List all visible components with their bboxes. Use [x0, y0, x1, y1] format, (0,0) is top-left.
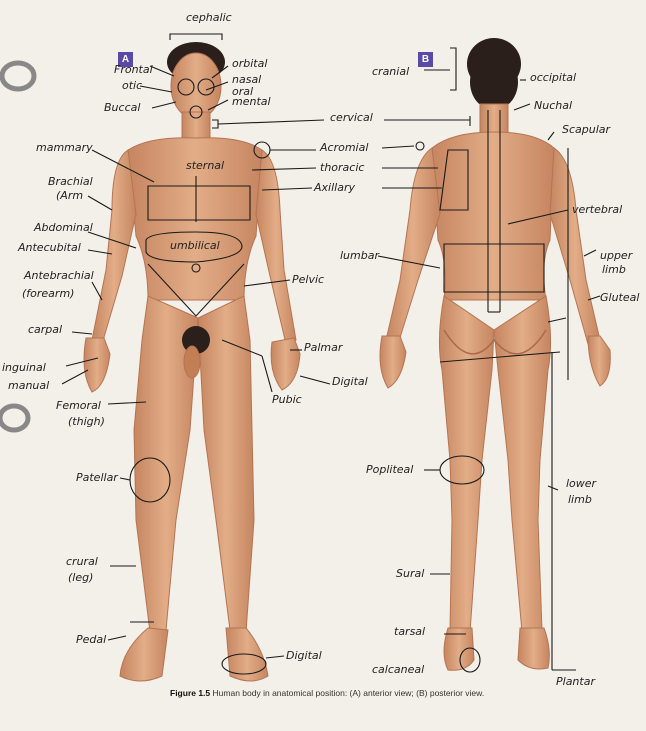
label-leg: (leg): [68, 571, 94, 584]
label-acromial: Acromial: [320, 141, 369, 154]
label-nuchal: Nuchal: [534, 99, 573, 112]
label-calcaneal: calcaneal: [372, 663, 425, 676]
binder-rings: [0, 60, 37, 433]
label-manual: manual: [8, 379, 50, 392]
label-carpal: carpal: [28, 323, 63, 336]
label-patellar: Patellar: [76, 471, 118, 484]
label-otic: otic: [122, 79, 143, 92]
label-sternal: sternal: [186, 159, 225, 172]
posterior-body: [379, 38, 611, 671]
label-upper-limb-2: limb: [602, 263, 626, 276]
figure-caption: Figure 1.5 Human body in anatomical posi…: [170, 688, 484, 698]
label-digital-foot: Digital: [286, 649, 322, 662]
caption-label: Figure 1.5: [170, 688, 211, 698]
label-antebrachial: Antebrachial: [24, 269, 94, 282]
label-sural: Sural: [396, 567, 425, 580]
label-frontal: Frontal: [114, 63, 153, 76]
label-scapular: Scapular: [562, 123, 611, 136]
label-antecubital: Antecubital: [18, 241, 81, 254]
label-brachial: Brachial: [48, 175, 93, 188]
label-vertebral: vertebral: [572, 203, 623, 216]
label-occipital: occipital: [530, 71, 577, 84]
label-forearm: (forearm): [22, 287, 75, 300]
label-cervical: cervical: [330, 111, 373, 124]
label-crural: crural: [66, 555, 98, 568]
label-plantar: Plantar: [556, 675, 595, 688]
label-umbilical: umbilical: [170, 239, 220, 252]
label-axillary: Axillary: [314, 181, 355, 194]
label-lower-limb-1: lower: [566, 477, 597, 490]
label-pedal: Pedal: [76, 633, 107, 646]
label-abdominal: Abdominal: [34, 221, 93, 234]
label-buccal: Buccal: [104, 101, 141, 114]
label-thoracic: thoracic: [320, 161, 365, 174]
label-orbital: orbital: [232, 57, 268, 70]
label-tarsal: tarsal: [394, 625, 426, 638]
label-digital-hand: Digital: [332, 375, 368, 388]
label-cranial: cranial: [372, 65, 410, 78]
label-cephalic: cephalic: [186, 11, 232, 24]
label-popliteal: Popliteal: [366, 463, 414, 476]
label-mental: mental: [232, 95, 271, 108]
label-arm: (Arm: [56, 189, 84, 202]
label-nasal: nasal: [232, 73, 262, 86]
annotation-lines: [61, 33, 601, 675]
label-upper-limb-1: upper: [600, 249, 633, 262]
label-mammary: mammary: [36, 141, 93, 154]
label-gluteal: Gluteal: [600, 291, 640, 304]
label-lumbar: lumbar: [340, 249, 379, 262]
anterior-body: [83, 42, 301, 682]
label-inguinal: inguinal: [2, 361, 46, 374]
badge-anterior: A: [118, 52, 133, 67]
badge-posterior: B: [418, 52, 433, 67]
label-lower-limb-2: limb: [568, 493, 592, 506]
label-pubic: Pubic: [272, 393, 302, 406]
label-pelvic: Pelvic: [292, 273, 325, 286]
label-palmar: Palmar: [304, 341, 343, 354]
caption-text: Human body in anatomical position: (A) a…: [212, 688, 485, 698]
label-thigh: (thigh): [68, 415, 105, 428]
label-oral: oral: [232, 85, 254, 98]
label-femoral: Femoral: [56, 399, 101, 412]
